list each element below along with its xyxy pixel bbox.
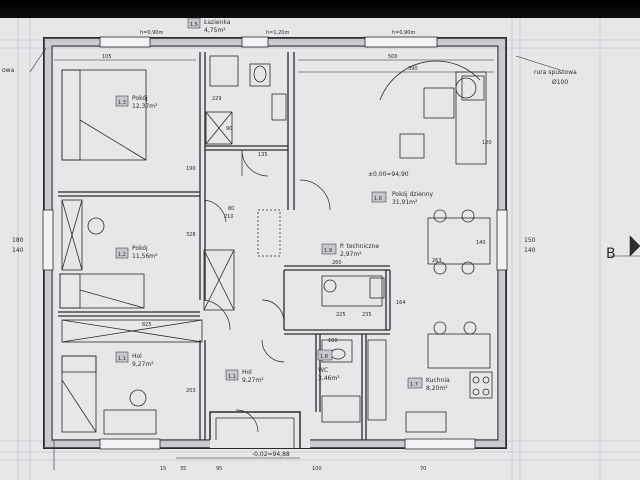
furniture	[59, 55, 493, 435]
dim-80: 80	[228, 206, 234, 212]
dim-right-bottom: 140	[524, 247, 536, 254]
room-1-2-name: Hol	[132, 353, 142, 360]
dim-229: 229	[212, 96, 222, 102]
owa-label: owa	[2, 67, 15, 74]
dimension-lines	[29, 47, 640, 470]
dim-328: 328	[186, 232, 196, 238]
level-main: ±0,00=94,90	[368, 171, 409, 178]
dim-390: 390	[408, 66, 418, 72]
room-labels: 1.3 Pokój 12,37m² 1.5 Łazienka 4,75m² 1.…	[115, 17, 450, 392]
windows	[42, 36, 508, 450]
room-1-3-name: Pokój	[132, 245, 148, 252]
room-1-6-area: 31,91m²	[392, 199, 418, 206]
room-1-2-area: 9,27m²	[132, 361, 154, 368]
room-1-8-number: 1.8	[320, 354, 328, 360]
dim-160: 160	[328, 338, 338, 344]
room-1-9-area: 2,97m²	[340, 251, 362, 258]
dim-left-bottom: 140	[12, 247, 24, 254]
dim-235: 235	[362, 312, 372, 318]
dim-135: 135	[258, 152, 268, 158]
room-1-4-area: 12,37m²	[132, 103, 158, 110]
dim-90: 90	[226, 126, 232, 132]
room-1-1-area: 9,27m²	[242, 377, 264, 384]
window-tag-3: h=0,90m	[392, 30, 415, 36]
room-1-5-number: 1.5	[190, 22, 198, 28]
room-1-7-area: 8,20m²	[426, 385, 448, 392]
door-swings	[203, 149, 331, 433]
room-1-9-name: P. techniczne	[340, 243, 379, 250]
room-1-4-number: 1.3	[118, 100, 126, 106]
room-1-2-number: 1.1	[118, 356, 126, 362]
room-1-3-area: 11,56m²	[132, 253, 158, 260]
level-entry: -0,02=94,88	[252, 451, 290, 458]
monitor-bezel	[0, 0, 640, 18]
dim-left-top: 180	[12, 237, 24, 244]
dimension-numbers: 105 500 390 90 260 263 164 160 235 225 1…	[102, 54, 492, 472]
dim-120: 120	[482, 140, 492, 146]
pipe-label: rura spustowa	[534, 69, 577, 76]
room-1-1-name: Hol	[242, 369, 252, 376]
dim-500: 500	[388, 54, 398, 60]
window-tag-2: h=1,20m	[266, 30, 289, 36]
dim-210: 210	[224, 214, 234, 220]
dim-105: 105	[102, 54, 112, 60]
entrance-notch	[209, 411, 310, 448]
dim-95: 95	[216, 466, 222, 472]
room-1-9-number: 1.9	[324, 248, 332, 254]
dim-263: 263	[432, 258, 442, 264]
window-tag-1: h=0,90m	[140, 30, 163, 36]
room-1-5-area: 4,75m²	[204, 27, 226, 34]
dim-right-top: 150	[524, 237, 536, 244]
room-1-7-number: 1.7	[410, 382, 418, 388]
dim-190: 190	[186, 166, 196, 172]
dim-35: 35	[180, 466, 186, 472]
dim-70: 70	[420, 466, 426, 472]
room-1-7-name: Kuchnia	[426, 377, 450, 384]
room-1-8-name: WC	[318, 367, 328, 374]
pipe-diameter: Ø100	[552, 79, 568, 86]
outer-walls	[43, 37, 507, 449]
dim-225: 225	[336, 312, 346, 318]
section-marker: B	[606, 246, 616, 262]
dim-100: 100	[312, 466, 322, 472]
room-1-3-number: 1.2	[118, 252, 126, 258]
room-1-5-name: Łazienka	[203, 19, 231, 26]
plan-grid	[0, 18, 640, 480]
dim-140: 140	[476, 240, 486, 246]
room-1-4-name: Pokój	[132, 95, 148, 102]
annotations: rura spustowa Ø100 B ±0,00=94,90 -0,02=9…	[2, 30, 616, 458]
dim-260: 260	[332, 260, 342, 266]
room-1-8-area: 3,46m²	[318, 375, 340, 382]
room-1-1-number: 1.1	[228, 374, 236, 380]
interior-walls	[58, 52, 391, 440]
room-1-6-name: Pokój dzienny	[392, 191, 434, 198]
dim-203: 203	[186, 388, 196, 394]
dim-164: 164	[396, 300, 406, 306]
dim-825: 825	[142, 322, 152, 328]
room-1-6-number: 1.6	[374, 196, 382, 202]
dim-15: 15	[160, 466, 166, 472]
